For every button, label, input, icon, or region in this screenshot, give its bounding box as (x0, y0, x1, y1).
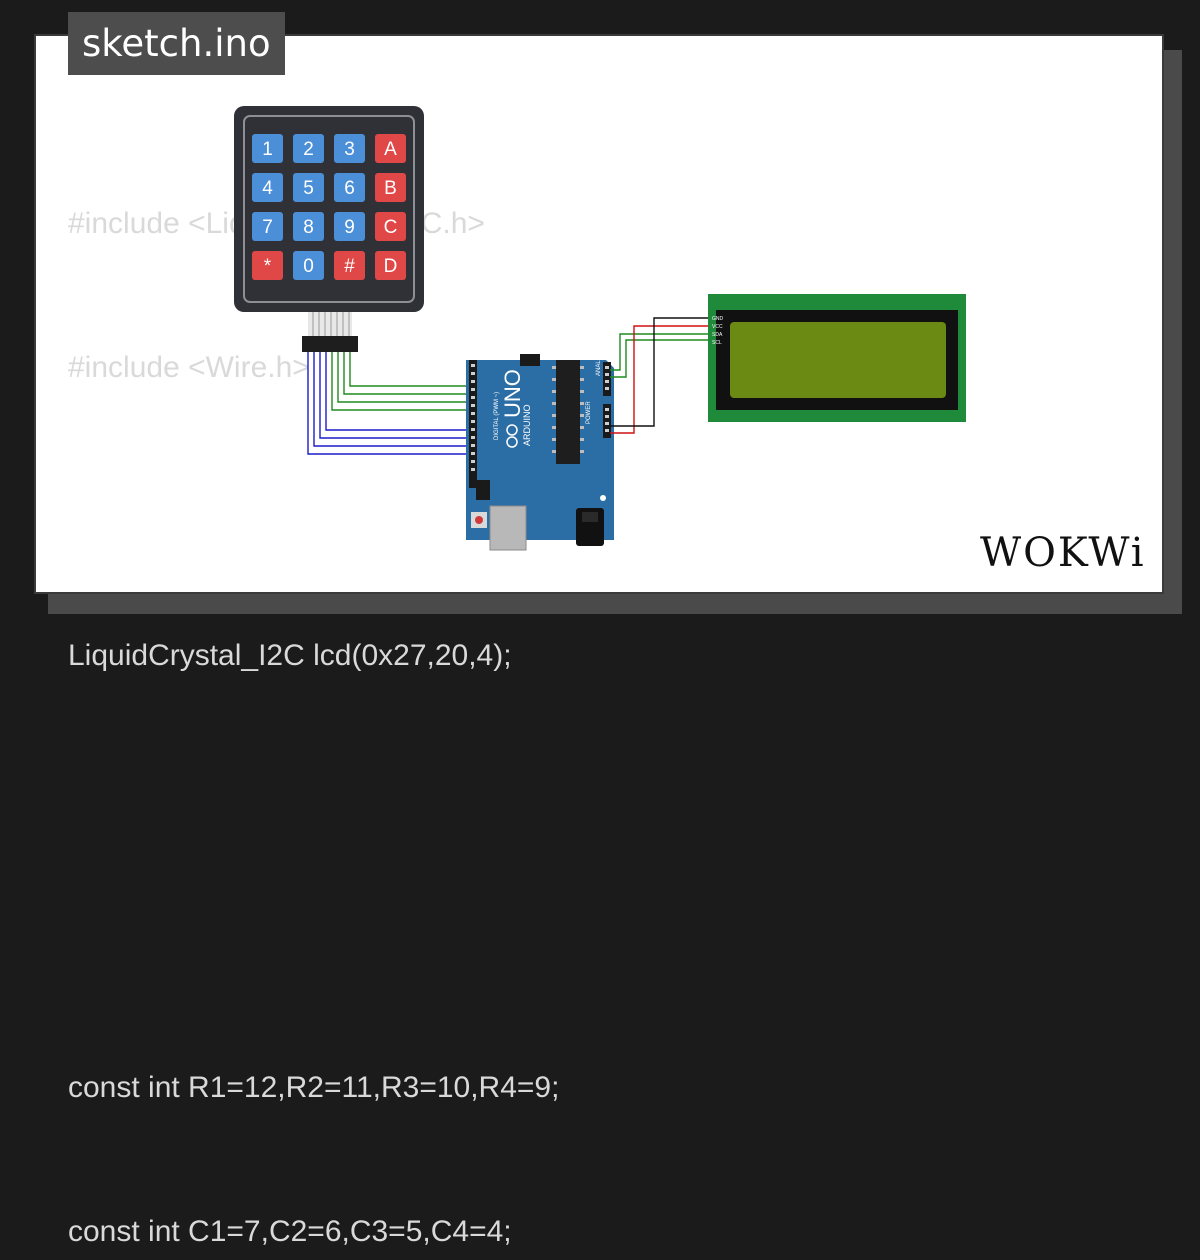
keypad-key-3[interactable]: 3 (334, 134, 365, 163)
keypad-key-face (293, 134, 324, 163)
keypad-frame (243, 115, 415, 303)
keypad-key-label: A (384, 139, 397, 160)
keypad-key-face (293, 212, 324, 241)
power-header (603, 404, 611, 438)
arduino-brand-label: ARDUINO (522, 404, 532, 446)
keypad-key-label: # (344, 256, 355, 277)
keypad-connector (302, 336, 358, 352)
reset-button-cap (475, 516, 483, 524)
arduino-model-label: UNO (500, 369, 525, 418)
keypad-key-8[interactable]: 8 (293, 212, 324, 241)
lcd-display[interactable]: GND VCC SDA SCL (708, 294, 966, 422)
atmega-chip (556, 360, 580, 464)
keypad-key-face (375, 251, 406, 280)
keypad-key-label: 0 (303, 256, 314, 277)
keypad-wires (307, 352, 476, 455)
arduino-uno[interactable]: UNO ARDUINO DIGITAL (PWM ~) ANALOG IN PO… (466, 343, 614, 551)
keypad-key-D[interactable]: D (375, 251, 406, 280)
digital-header (469, 360, 477, 488)
keypad-key-*[interactable]: * (252, 251, 283, 280)
keypad-key-6[interactable]: 6 (334, 173, 365, 202)
analog-header (603, 362, 611, 396)
keypad-key-label: 9 (344, 217, 355, 238)
wokwi-logo: WOKWi (980, 530, 1146, 576)
lcd-pin-label: VCC (712, 324, 723, 330)
keypad-key-face (375, 212, 406, 241)
usb-port (489, 505, 527, 551)
keypad-key-2[interactable]: 2 (293, 134, 324, 163)
code-line: #include <Wire.h> (68, 351, 310, 384)
power-pins-label: POWER (586, 401, 592, 424)
keypad[interactable]: 1 2 3 A 4 5 6 B 7 8 9 C * 0 # D (234, 106, 424, 352)
keypad-key-face (252, 173, 283, 202)
icsp-header (520, 354, 540, 366)
lcd-wires (610, 317, 714, 434)
keypad-key-C[interactable]: C (375, 212, 406, 241)
keypad-keys: 1 2 3 A 4 5 6 B 7 8 9 C * 0 # D (252, 134, 406, 280)
infinity-icon (506, 424, 518, 448)
keypad-key-B[interactable]: B (375, 173, 406, 202)
lcd-screen (730, 322, 946, 398)
keypad-key-label: 5 (303, 178, 314, 199)
keypad-key-4[interactable]: 4 (252, 173, 283, 202)
keypad-key-label: 3 (344, 139, 355, 160)
keypad-key-label: 7 (262, 217, 273, 238)
analog-pins-label: ANALOG IN (596, 343, 602, 376)
keypad-key-9[interactable]: 9 (334, 212, 365, 241)
keypad-key-7[interactable]: 7 (252, 212, 283, 241)
keypad-key-face (334, 251, 365, 280)
code-line (68, 776, 559, 824)
icsp2-header (476, 480, 490, 500)
lcd-pin-label: SCL (712, 340, 722, 346)
wokwi-logo-text: WOKWi (980, 530, 1146, 576)
keypad-key-5[interactable]: 5 (293, 173, 324, 202)
circuit-diagram: 1 2 3 A 4 5 6 B 7 8 9 C * 0 # D (234, 106, 966, 551)
keypad-key-label: C (384, 217, 398, 238)
keypad-key-face (252, 251, 283, 280)
keypad-key-face (293, 173, 324, 202)
keypad-key-face (252, 134, 283, 163)
keypad-key-A[interactable]: A (375, 134, 406, 163)
keypad-key-face (375, 134, 406, 163)
code-line: const int C1=7,C2=6,C3=5,C4=4; (68, 1215, 512, 1248)
keypad-key-face (334, 212, 365, 241)
digital-pins-label: DIGITAL (PWM ~) (494, 392, 500, 440)
keypad-key-face (252, 212, 283, 241)
keypad-key-label: 8 (303, 217, 314, 238)
keypad-key-label: 4 (262, 178, 273, 199)
keypad-key-#[interactable]: # (334, 251, 365, 280)
keypad-key-label: D (384, 256, 398, 277)
keypad-key-label: 6 (344, 178, 355, 199)
keypad-key-label: B (384, 178, 397, 199)
filename-tab[interactable]: sketch.ino (68, 12, 285, 75)
keypad-key-label: 2 (303, 139, 314, 160)
keypad-ribbon (308, 312, 352, 336)
keypad-key-face (334, 173, 365, 202)
lcd-pin-label: SDA (712, 332, 723, 338)
lcd-pin-label: GND (712, 316, 724, 322)
keypad-key-face (375, 173, 406, 202)
keypad-key-face (334, 134, 365, 163)
keypad-key-label: 1 (262, 139, 273, 160)
keypad-key-1[interactable]: 1 (252, 134, 283, 163)
keypad-key-0[interactable]: 0 (293, 251, 324, 280)
code-line: LiquidCrystal_I2C lcd(0x27,20,4); (68, 639, 512, 672)
keypad-key-face (293, 251, 324, 280)
code-line (68, 920, 559, 968)
code-line: const int R1=12,R2=11,R3=10,R4=9; (68, 1071, 560, 1104)
keypad-key-label: * (264, 256, 272, 277)
